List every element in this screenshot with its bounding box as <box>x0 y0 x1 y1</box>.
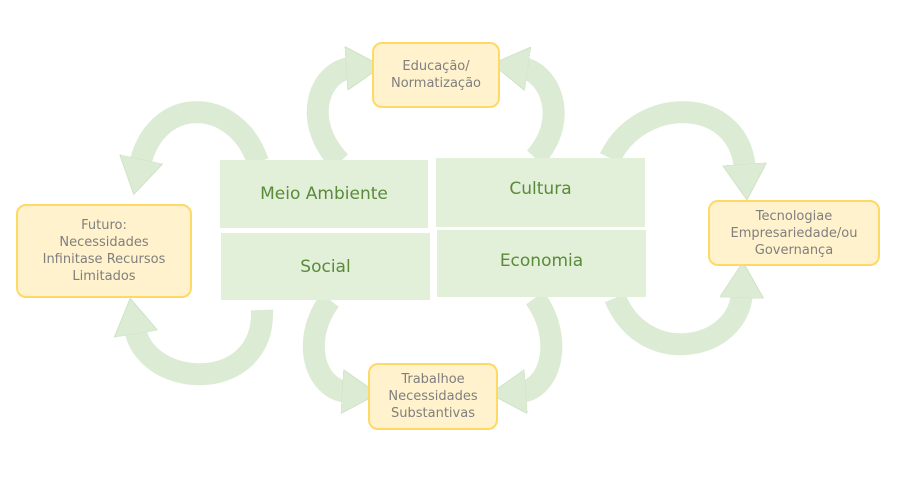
educacao-label: Educação/ Normatização <box>391 59 481 91</box>
arrow-meio-to-educacao <box>306 68 352 170</box>
arrow-economia-to-trabalho <box>520 291 563 392</box>
arrow-meio-to-futuro <box>140 101 269 165</box>
core-meio-ambiente: Meio Ambiente <box>220 160 428 228</box>
trabalho-label: Trabalhoe Necessidades Substantivas <box>388 372 478 421</box>
core-economia: Economia <box>437 230 646 297</box>
box-tecnologia: Tecnologiae Empresariedade/ou Governança <box>708 200 880 266</box>
box-educacao: Educação/ Normatização <box>372 42 500 108</box>
arrow-social-to-trabalho <box>302 293 348 392</box>
economia-label: Economia <box>499 250 584 271</box>
arrow-social-to-futuro <box>135 310 274 386</box>
core-cultura: Cultura <box>436 158 645 227</box>
meio-ambiente-label: Meio Ambiente <box>260 184 388 204</box>
futuro-label: Futuro: Necessidades Infinitase Recursos… <box>42 218 166 284</box>
core-social: Social <box>221 233 430 300</box>
social-label: Social <box>300 256 351 277</box>
cultura-label: Cultura <box>509 178 572 199</box>
box-futuro: Futuro: Necessidades Infinitase Recursos… <box>16 204 192 298</box>
arrow-economia-to-tecnologia <box>604 292 742 356</box>
arrow-cultura-to-educacao <box>522 68 565 166</box>
arrow-cultura-to-tecnologia <box>600 101 745 170</box>
box-trabalho: Trabalhoe Necessidades Substantivas <box>368 363 498 430</box>
tecnologia-label: Tecnologiae Empresariedade/ou Governança <box>730 208 858 258</box>
